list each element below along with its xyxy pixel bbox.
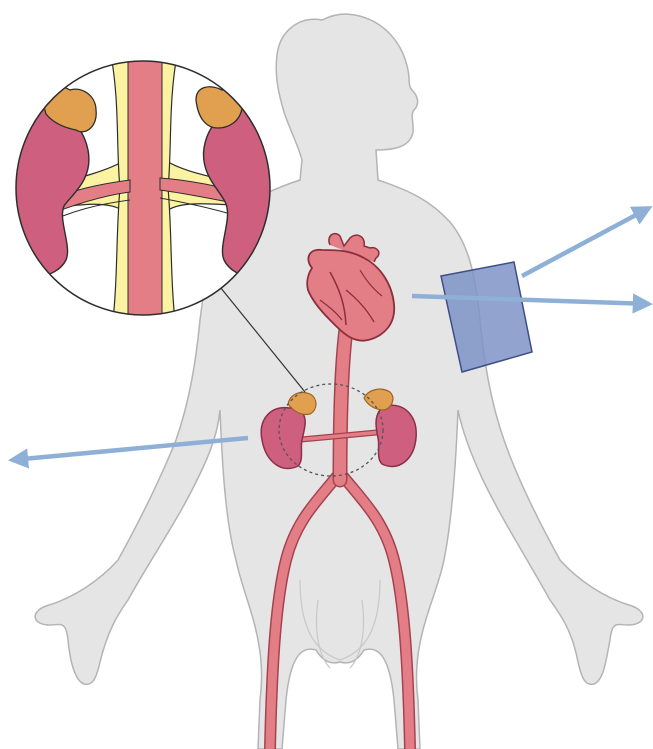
arrow-to-left <box>12 438 248 460</box>
arrow-to-right-upper <box>522 208 649 276</box>
magnified-aorta <box>128 50 162 340</box>
